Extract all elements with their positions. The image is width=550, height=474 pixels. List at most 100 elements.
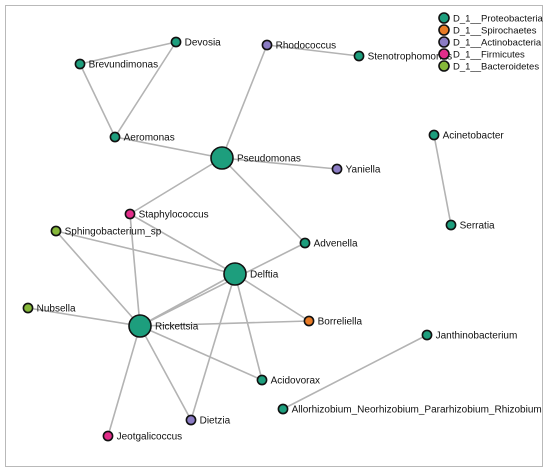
node-circle <box>303 315 315 327</box>
legend-swatch <box>438 24 450 36</box>
node-dietzia: Dietzia <box>185 414 231 427</box>
node-acinetobacter: Acinetobacter <box>428 129 504 142</box>
node-borreliella: Borreliella <box>303 315 363 328</box>
edge-staphylococcus-rickettsia <box>129 213 141 327</box>
node-staphylococcus: Staphylococcus <box>124 208 209 221</box>
network-frame <box>5 5 543 467</box>
node-sphingobacterium: Sphingobacterium_sp <box>50 225 162 238</box>
node-delftia: Delftia <box>223 262 279 286</box>
edge-pseudomonas-yaniella <box>221 157 338 170</box>
node-circle <box>170 36 182 48</box>
edge-delftia-acidovorax <box>234 273 263 381</box>
node-rickettsia: Rickettsia <box>128 314 199 338</box>
edge-rickettsia-dietzia <box>139 325 192 421</box>
edge-rhodococcus-stenotrophomonas <box>266 44 360 57</box>
node-acidovorax: Acidovorax <box>256 374 320 387</box>
edge-pseudomonas-advenella <box>221 157 306 244</box>
node-label: Nubsella <box>37 304 76 315</box>
node-label: Acidovorax <box>271 376 320 387</box>
node-label: Serratia <box>460 221 495 232</box>
legend-label: D_1__Actinobacteria <box>453 38 542 49</box>
node-serratia: Serratia <box>445 219 495 232</box>
edge-rickettsia-acidovorax <box>139 325 263 381</box>
legend-item: D_1__Spirochaetes <box>438 24 537 37</box>
legend-label: D_1__Bacteroidetes <box>453 62 539 73</box>
node-circle <box>299 237 311 249</box>
node-label: Yaniella <box>346 165 381 176</box>
node-label: Pseudomonas <box>237 154 301 165</box>
node-nubsella: Nubsella <box>22 302 76 315</box>
node-circle <box>428 129 440 141</box>
legend-label: D_1__Spirochaetes <box>453 26 537 37</box>
legend-label: D_1__Firmicutes <box>453 50 525 61</box>
edge-devosia-brevundimonas <box>79 41 177 65</box>
node-circle <box>185 414 197 426</box>
node-rhodococcus: Rhodococcus <box>261 39 336 52</box>
node-circle <box>22 302 34 314</box>
node-label: Borreliella <box>318 317 363 328</box>
node-janthinobacterium: Janthinobacterium <box>421 329 518 342</box>
node-label: Dietzia <box>200 416 231 427</box>
node-yaniella: Yaniella <box>331 163 381 176</box>
legend-item: D_1__Proteobacteria <box>438 12 543 25</box>
node-circle <box>128 314 152 338</box>
node-circle <box>210 146 234 170</box>
node-label: Sphingobacterium_sp <box>65 227 162 238</box>
legend-item: D_1__Firmicutes <box>438 48 525 61</box>
node-label: Delftia <box>250 270 279 281</box>
legend-swatch <box>438 48 450 60</box>
legend-item: D_1__Actinobacteria <box>438 36 542 49</box>
node-circle <box>421 329 433 341</box>
node-advenella: Advenella <box>299 237 358 250</box>
legend-item: D_1__Bacteroidetes <box>438 60 539 73</box>
node-devosia: Devosia <box>170 36 222 49</box>
node-circle <box>223 262 247 286</box>
node-label: Jeotgalicoccus <box>117 432 183 443</box>
node-brevundimonas: Brevundimonas <box>74 58 158 71</box>
edge-sphingobacterium-rickettsia <box>55 230 141 327</box>
node-aeromonas: Aeromonas <box>109 131 175 144</box>
node-label: Devosia <box>185 38 222 49</box>
legend-label: D_1__Proteobacteria <box>453 14 543 25</box>
edge-delftia-borreliella <box>234 273 310 322</box>
edge-devosia-aeromonas <box>114 41 177 138</box>
node-label: Aeromonas <box>124 133 175 144</box>
node-circle <box>353 50 365 62</box>
node-circle <box>445 219 457 231</box>
node-label: Allorhizobium_Neorhizobium_Pararhizobium… <box>292 405 542 416</box>
edge-delftia-rickettsia <box>139 273 236 327</box>
edges-layer <box>27 41 452 437</box>
node-label: Rickettsia <box>155 322 199 333</box>
edge-advenella-rickettsia <box>139 242 306 327</box>
edge-sphingobacterium-delftia <box>55 230 236 275</box>
node-jeotgalicoccus: Jeotgalicoccus <box>102 430 183 443</box>
node-circle <box>102 430 114 442</box>
node-circle <box>261 39 273 51</box>
edge-janthinobacterium-allorhizobium <box>282 334 428 410</box>
node-circle <box>74 58 86 70</box>
node-allorhizobium: Allorhizobium_Neorhizobium_Pararhizobium… <box>277 403 542 416</box>
node-circle <box>124 208 136 220</box>
node-label: Stenotrophomonas <box>368 52 453 63</box>
edge-rhodococcus-pseudomonas <box>221 44 268 159</box>
legend-swatch <box>438 12 450 24</box>
node-pseudomonas: Pseudomonas <box>210 146 301 170</box>
edge-brevundimonas-aeromonas <box>79 63 116 138</box>
edge-staphylococcus-delftia <box>129 213 236 275</box>
node-stenotrophomonas: Stenotrophomonas <box>353 50 453 63</box>
node-circle <box>256 374 268 386</box>
node-circle <box>109 131 121 143</box>
edge-pseudomonas-staphylococcus <box>129 157 223 215</box>
node-label: Janthinobacterium <box>436 331 518 342</box>
legend: D_1__Proteobacteria D_1__Spirochaetes D_… <box>438 12 543 73</box>
node-circle <box>331 163 343 175</box>
node-label: Brevundimonas <box>89 60 158 71</box>
edge-rickettsia-jeotgalicoccus <box>107 325 141 437</box>
legend-swatch <box>438 60 450 72</box>
edge-acinetobacter-serratia <box>433 134 452 226</box>
edge-nubsella-rickettsia <box>27 307 141 327</box>
node-label: Staphylococcus <box>139 210 209 221</box>
node-label: Advenella <box>314 239 358 250</box>
